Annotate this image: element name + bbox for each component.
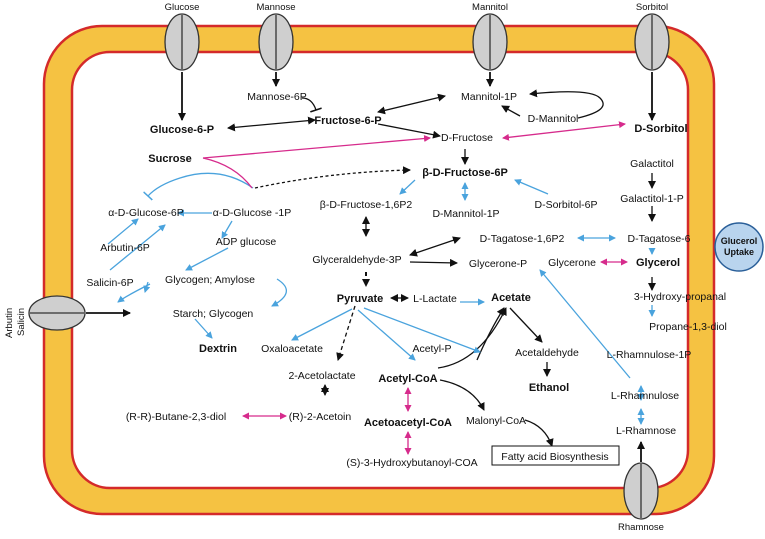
d-tagatose-6: D-Tagatose-6 [627,233,690,245]
ethanol: Ethanol [529,382,569,394]
magenta-arrows [202,121,628,455]
acetoacetyl-coa: Acetoacetyl-CoA [364,417,452,429]
blue-arrows [107,172,656,425]
oxaloacetate: Oxaloacetate [261,343,323,355]
glycogen-amylose: Glycogen; Amylose [165,274,255,286]
channel-rhamnose: Rhamnose [618,462,664,533]
beta-d-fructose-6p: β-D-Fructose-6P [422,167,508,179]
arbutin-label: Arbutin [4,308,15,338]
adp-glucose: ADP glucose [216,236,277,248]
d-tagatose-16p2: D-Tagatose-1,6P2 [480,233,565,245]
hydroxybutanoyl-coa: (S)-3-Hydroxybutanoyl-COA [346,457,477,469]
malonyl-coa: Malonyl-CoA [466,415,526,427]
cell-envelope [42,24,716,516]
metabolite-labels: Mannose-6P Mannitol-1P Glucose-6-P Fruct… [86,91,726,469]
acetyl-coa: Acetyl-CoA [378,373,437,385]
glucose-6p: Glucose-6-P [150,124,214,136]
sorbitol-label: Sorbitol [636,2,668,13]
salicin-6p: Salicin-6P [86,277,133,289]
channel-mannose: Mannose [256,2,296,71]
fructose-6p: Fructose-6-P [314,115,381,127]
glycerone-p: Glycerone-P [469,258,527,270]
mannitol-1p: Mannitol-1P [461,91,517,103]
dextrin: Dextrin [199,343,237,355]
pyruvate: Pyruvate [337,293,383,305]
glycerol-uptake-line1: Glucerol [721,236,758,246]
rhamnose-label: Rhamnose [618,522,664,533]
d-fructose: D-Fructose [441,132,493,144]
l-rhamnose: L-Rhamnose [616,425,676,437]
galactitol: Galactitol [630,158,674,170]
sucrose: Sucrose [148,153,191,165]
mannitol-label: Mannitol [472,2,508,13]
acetaldehyde: Acetaldehyde [515,347,579,359]
l-rhamnulose: L-Rhamnulose [611,390,679,402]
glycerone: Glycerone [548,257,596,269]
propane-diol: Propane-1,3-diol [649,321,727,333]
beta-d-fructose-16p2: β-D-Fructose-1,6P2 [320,199,413,211]
acetyl-p: Acetyl-P [412,343,451,355]
starch-glycogen: Starch; Glycogen [173,308,254,320]
alpha-d-glucose-6p: α-D-Glucose-6P [108,207,184,219]
d-mannitol-1p: D-Mannitol-1P [432,208,499,220]
salicin-label: Salicin [16,308,27,336]
glycerol-uptake-transporter: Glucerol Uptake [714,222,764,272]
acetate: Acetate [491,292,531,304]
fatty-acid-biosynthesis: Fatty acid Biosynthesis [501,451,608,463]
channel-sorbitol: Sorbitol [634,2,670,71]
channel-mannitol: Mannitol [472,2,508,71]
butanediol: (R-R)-Butane-2,3-diol [126,411,226,423]
galactitol-1p: Galactitol-1-P [620,193,684,205]
alpha-d-glucose-1p: α-D-Glucose -1P [213,207,291,219]
acetolactate: 2-Acetolactate [288,370,355,382]
channel-glucose: Glucose [164,2,200,71]
black-arrows [86,72,656,462]
l-lactate: L-Lactate [413,293,457,305]
l-rhamnulose-1p: L-Rhamnulose-1P [607,349,692,361]
hydroxy-propanal: 3-Hydroxy-propanal [634,291,726,303]
d-mannitol: D-Mannitol [528,113,579,125]
channel-arbutin-salicin: Arbutin Salicin [4,295,86,338]
glycerol: Glycerol [636,257,680,269]
mannose-label: Mannose [256,2,295,13]
d-sorbitol-6p: D-Sorbitol-6P [534,199,597,211]
mannose-6p: Mannose-6P [247,91,307,103]
inner-membrane [70,50,690,490]
fatty-acid-box [491,445,620,466]
arbutin-6p: Arbutin-6P [100,242,150,254]
glucose-label: Glucose [165,2,200,13]
d-sorbitol: D-Sorbitol [634,123,687,135]
glycerol-uptake-line2: Uptake [724,247,754,257]
r-acetoin: (R)-2-Acetoin [289,411,352,423]
glyceraldehyde-3p: Glyceraldehyde-3P [312,254,401,266]
